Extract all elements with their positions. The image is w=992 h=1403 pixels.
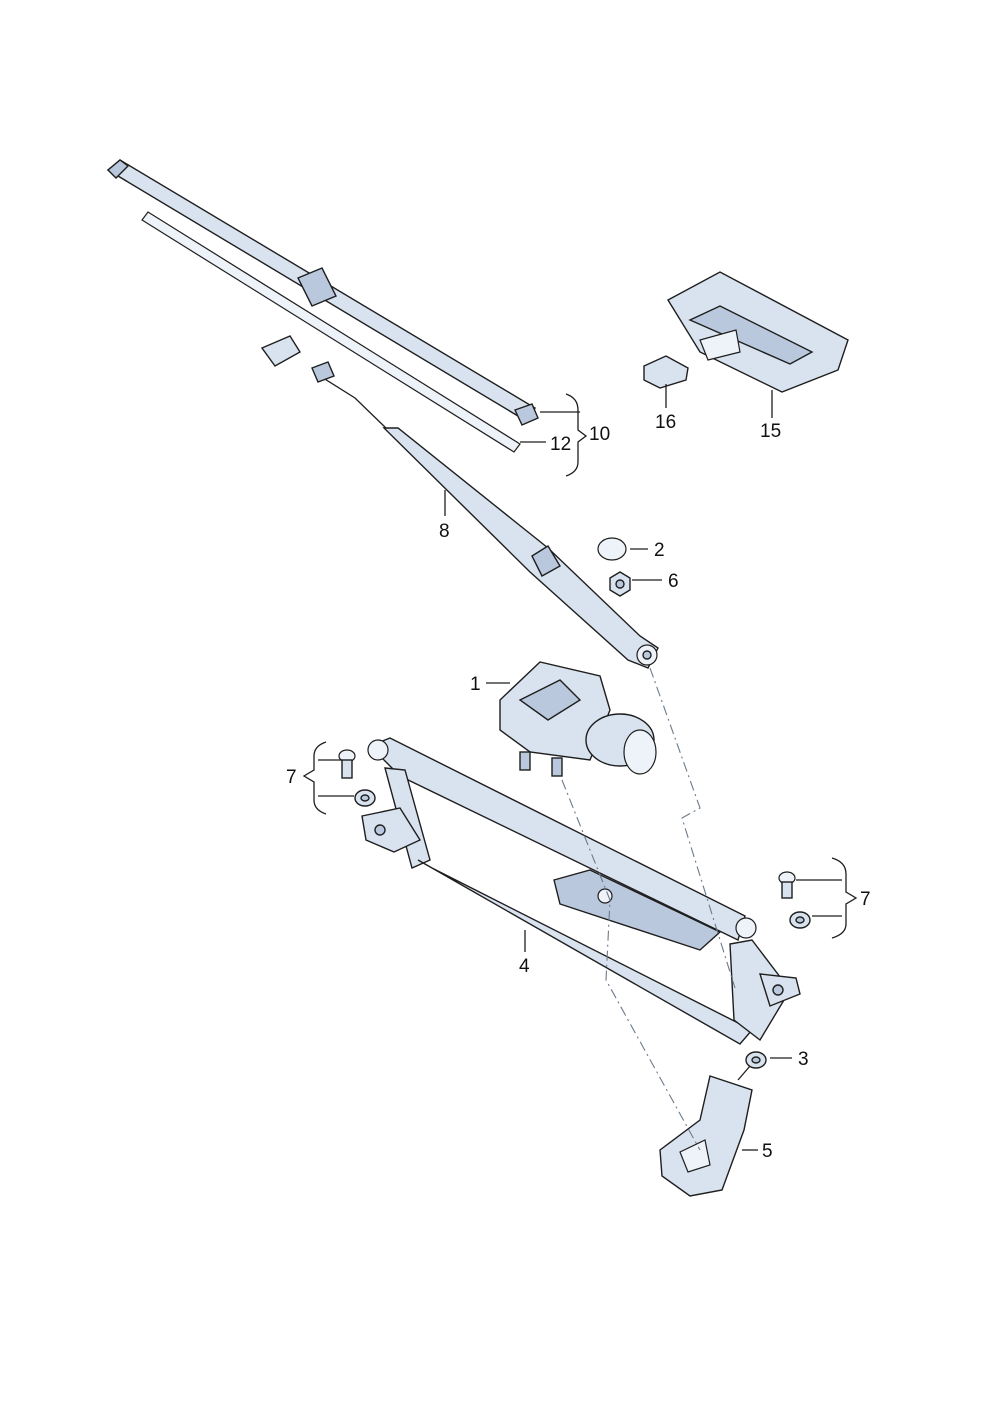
callout-5: 5 — [762, 1141, 773, 1162]
centerlines — [561, 667, 736, 1151]
wiper-rubber-strip[interactable] — [141, 211, 521, 453]
callout-10: 10 — [589, 424, 610, 445]
callout-4: 4 — [519, 956, 530, 977]
callout-15: 15 — [760, 421, 781, 442]
callout-labels: 1 2 6 8 4 3 5 7 7 10 12 15 16 — [286, 412, 871, 1162]
connector-plug[interactable] — [643, 355, 689, 389]
bolt-left[interactable] — [338, 749, 356, 779]
mounting-bracket[interactable] — [659, 1065, 753, 1197]
wiper-arm[interactable] — [260, 335, 659, 669]
callout-7-right: 7 — [860, 889, 871, 910]
bolt-right[interactable] — [778, 871, 796, 899]
cap[interactable] — [597, 537, 627, 561]
nut-arm[interactable] — [609, 571, 631, 597]
control-unit[interactable] — [667, 271, 849, 393]
callout-1: 1 — [470, 674, 481, 695]
callout-6: 6 — [668, 571, 679, 592]
grommet-left[interactable] — [354, 789, 376, 807]
callout-8: 8 — [439, 521, 450, 542]
leader-lines — [302, 384, 858, 1151]
callout-16: 16 — [655, 412, 676, 433]
callout-7-left: 7 — [286, 767, 297, 788]
callout-12: 12 — [550, 434, 571, 455]
callout-3: 3 — [798, 1049, 809, 1070]
wiper-blade[interactable] — [106, 159, 539, 426]
wiper-linkage[interactable] — [361, 737, 801, 1045]
callout-2: 2 — [654, 540, 665, 561]
grommet-right[interactable] — [789, 911, 811, 929]
wiper-motor[interactable] — [499, 661, 657, 777]
nut-bracket[interactable] — [745, 1051, 767, 1069]
